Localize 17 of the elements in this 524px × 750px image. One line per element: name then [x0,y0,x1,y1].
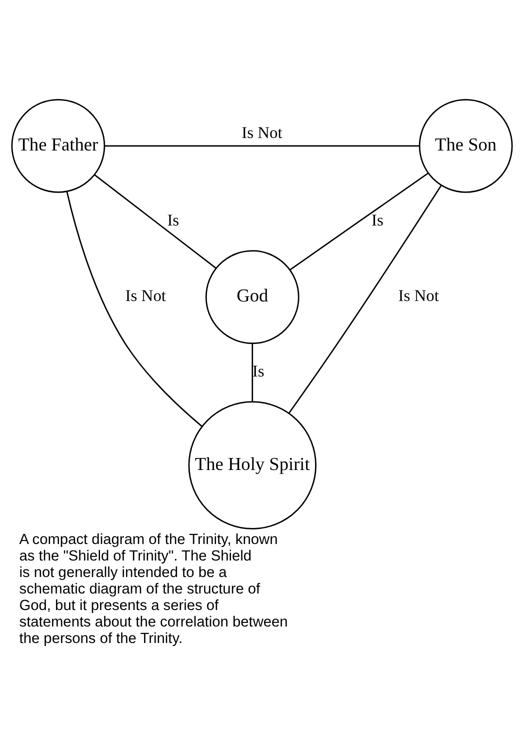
caption: A compact diagram of the Trinity, known as the "Shield of Trinity". The Shield is not generally intended to be a schematic diagram of the structure of God, but it presents a series of statements about the correlation between the persons of the Trinity. [19,531,288,646]
edge-label: Is [371,210,384,230]
node-circle: God [205,250,300,344]
connector [252,342,254,402]
connector [104,144,420,146]
connector [66,191,202,426]
node-circle: The Father [11,98,106,192]
connector [288,184,442,414]
edge-label: Is Not [242,122,282,142]
node-circle: The Holy Spirit [188,400,316,529]
edge-label: Is [167,210,180,230]
edge-label: Is Not [125,286,166,305]
edge-label: Is Not [398,286,439,305]
edge-label: Is [252,361,264,380]
connector [290,172,429,270]
node-circle: The Son [418,98,513,192]
connector [94,174,216,268]
